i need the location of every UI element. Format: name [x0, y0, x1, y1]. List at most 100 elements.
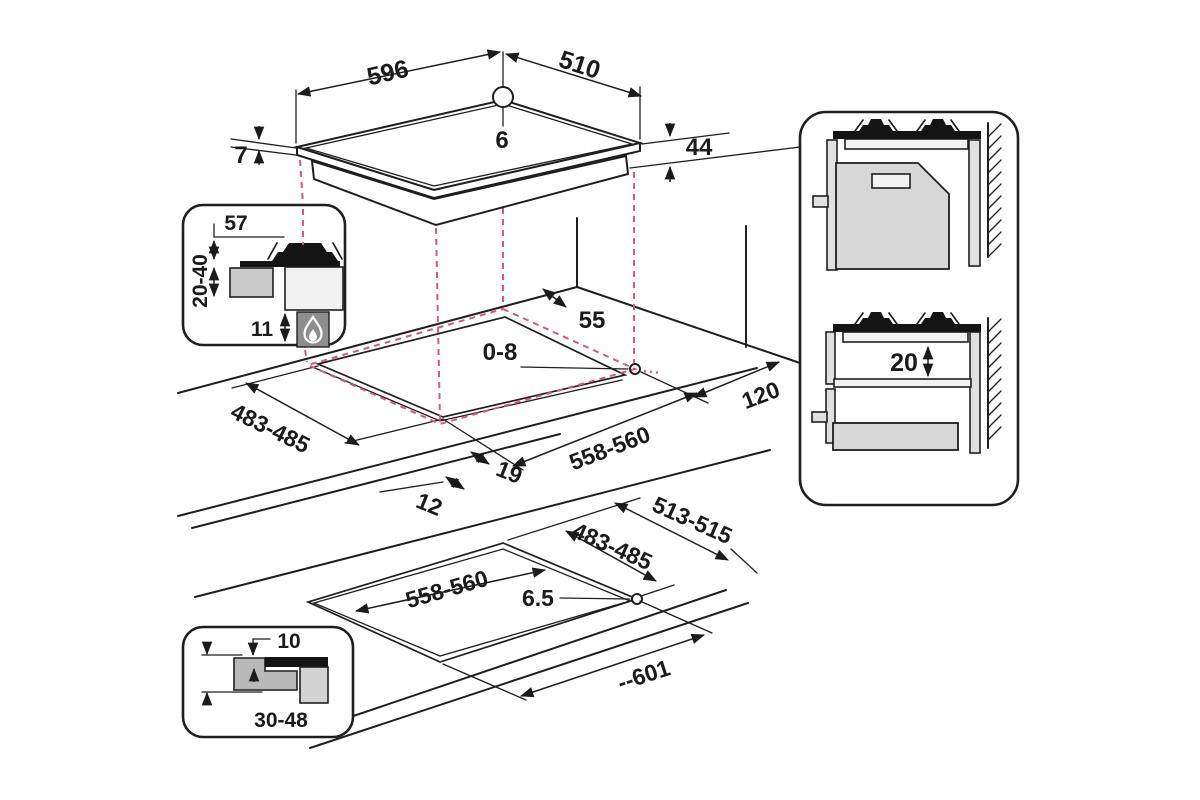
side-rail-right — [969, 331, 981, 454]
cutout-edge-double — [314, 367, 623, 422]
ext-line — [640, 584, 675, 597]
cabinet-over-drawer-view: 20 — [811, 312, 1002, 454]
dim-cutout2-width — [354, 567, 547, 614]
cutout2-depth-label: 483-485 — [569, 517, 657, 575]
overlap-label: 10 — [277, 630, 300, 653]
clearance-label: 11 — [251, 318, 274, 341]
flame-icon — [303, 315, 323, 344]
side-rail-right — [968, 139, 981, 267]
shelf-board — [833, 378, 972, 388]
ext-line — [230, 138, 297, 149]
hob-isometric-view: 6 596 510 7 44 — [230, 45, 801, 227]
projection-line — [299, 159, 304, 205]
dim-hob-depth — [504, 52, 643, 98]
dim-edge-gap — [470, 451, 490, 465]
edge-detail-inset: 10 30-48 — [181, 625, 355, 739]
side-rail-left-upper — [825, 331, 836, 385]
dim-cutout-depth — [245, 382, 360, 446]
hob-profile-bar — [833, 324, 981, 332]
dim-side-clearance — [693, 361, 780, 398]
gas-inlet-circle — [492, 86, 514, 108]
corner2-reference-circle — [631, 593, 643, 605]
drawer-block — [229, 267, 274, 298]
burner-profile-icon — [854, 119, 898, 132]
drawer-front — [832, 422, 959, 451]
rim-thickness-label: 7 — [234, 142, 247, 169]
side-clearance-label: 120 — [738, 376, 783, 414]
hob-width-label: 596 — [364, 55, 411, 92]
ext-line — [730, 548, 758, 574]
cutout2-outline — [305, 542, 640, 663]
ext-line — [629, 146, 801, 169]
wall-hatching — [987, 123, 1002, 258]
counter-back-right-edge — [576, 286, 801, 364]
ext-line — [640, 371, 709, 404]
counter-surface — [240, 261, 340, 267]
oven-body — [835, 162, 950, 270]
dim-front-gap — [445, 476, 465, 490]
hob-height-label: 44 — [686, 134, 713, 161]
cutout2-width-label: 558-560 — [403, 565, 491, 613]
cutout-outline — [315, 316, 628, 418]
ext-line — [442, 418, 524, 471]
hob-body-block — [299, 666, 329, 704]
front-gap-label: 12 — [413, 487, 446, 521]
oven-vent — [871, 173, 911, 189]
fixing-tab — [811, 411, 828, 423]
edge-gap-label: 19 — [493, 455, 526, 489]
fixing-tab — [812, 195, 829, 208]
hob-chassis — [284, 266, 344, 311]
burner-height-label: 57 — [224, 212, 247, 235]
projection-dotted — [643, 369, 662, 375]
corner-radius-label: 6.5 — [522, 585, 554, 611]
rear-clearance-label: 55 — [579, 307, 606, 334]
hob-profile-bar — [833, 131, 981, 139]
leader-line — [520, 366, 629, 370]
burner-profile-icon — [916, 119, 960, 132]
ext-line — [379, 481, 444, 493]
leader-line — [559, 597, 631, 600]
gas-inlet-label: 6 — [495, 127, 508, 154]
hob-glass-lip — [296, 141, 641, 200]
hob-body — [310, 154, 630, 227]
counter2-front-edge-2 — [309, 602, 749, 749]
corner-play-label: 0-8 — [483, 339, 518, 366]
pan-support-icon — [332, 242, 343, 260]
flame-inner-icon — [309, 329, 317, 341]
under-clearance-label: 20 — [890, 349, 918, 377]
section-detail-inset: 57 20-40 11 — [181, 203, 347, 348]
ext-line — [639, 600, 713, 634]
dim-rear-clearance — [542, 288, 567, 308]
overall-width-label: --601 — [614, 654, 673, 695]
cabinet-over-oven-view — [812, 119, 1002, 271]
ext-line — [641, 132, 730, 145]
counter-front-edge-2 — [191, 433, 561, 529]
burner-profile-icon — [854, 312, 898, 325]
hob-edge-bar — [265, 657, 328, 667]
dim-overall-depth — [614, 502, 729, 561]
counter-back-left-edge — [177, 286, 578, 394]
ext-line — [231, 365, 319, 389]
cutout2-inner-double — [312, 548, 632, 657]
burner-base-icon — [272, 252, 338, 261]
counter-slab — [844, 138, 969, 150]
wall-hatching — [987, 318, 1002, 441]
burner-profile-icon — [916, 312, 960, 325]
ext-line — [442, 663, 527, 701]
thickness-label: 30-48 — [254, 709, 308, 732]
cabinet-panel: 20 — [798, 110, 1020, 507]
cutout-width-label: 558-560 — [566, 421, 654, 476]
dim-hob-width — [296, 49, 502, 97]
counter2-back-edge — [194, 449, 771, 598]
overall-depth-label: 513-515 — [649, 491, 737, 549]
dim-overall-width — [519, 633, 706, 698]
burner-cap-icon — [283, 243, 327, 252]
projection-line — [304, 349, 308, 363]
pan-support-icon — [267, 242, 278, 260]
dim-cutout2-depth — [565, 530, 657, 582]
dim-cutout-width — [511, 392, 699, 467]
ext-line — [344, 418, 444, 444]
bracket-line — [213, 223, 285, 238]
